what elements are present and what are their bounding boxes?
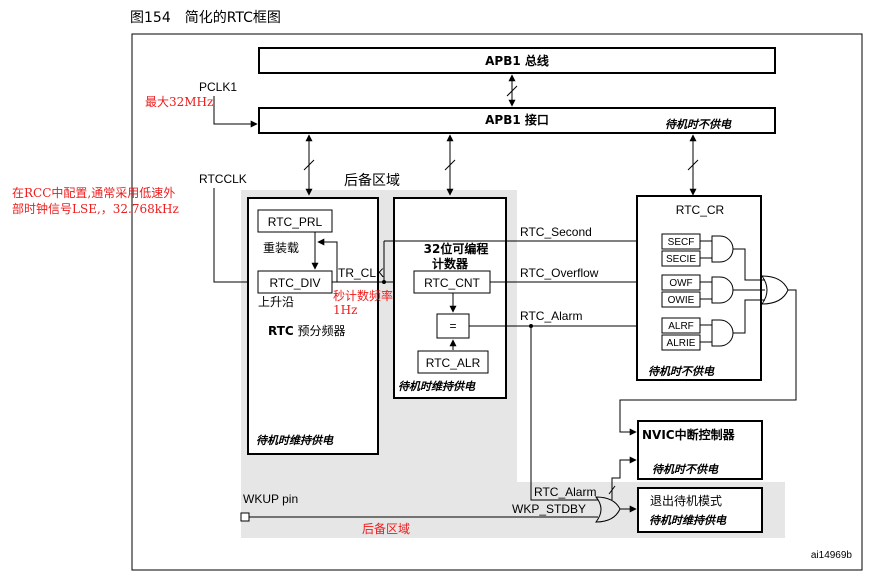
tr-clk-label: TR_CLK — [338, 266, 384, 280]
alarm-down-line — [530, 326, 598, 501]
rtc-div-label: RTC_DIV — [269, 276, 320, 290]
secie-label: SECIE — [666, 254, 696, 265]
tr-clk-note-1: 秒计数频率 — [333, 288, 393, 303]
interrupt-to-nvic — [619, 289, 797, 436]
rtcclk-label: RTCCLK — [199, 172, 247, 186]
owie-label: OWIE — [668, 295, 695, 306]
slash-1 — [303, 159, 315, 171]
exit-standby-standby: 待机时维持供电 — [649, 514, 727, 527]
compare-label: = — [449, 319, 456, 333]
or-gate-interrupt — [761, 275, 789, 305]
secf-label: SECF — [668, 237, 695, 248]
tr-clk-note-2: 1Hz — [333, 303, 357, 317]
rtcclk-note-2: 部时钟信号LSE,，32.768kHz — [12, 201, 179, 216]
and-gate-second — [700, 235, 734, 263]
counter-title-2: 计数器 — [432, 256, 469, 271]
rtc-prl-label: RTC_PRL — [268, 215, 323, 229]
slash-2 — [444, 159, 456, 171]
backup-domain-label-bottom: 后备区域 — [362, 522, 410, 536]
reload-label: 重装载 — [263, 241, 299, 255]
rtc-cr-standby: 待机时不供电 — [648, 365, 715, 378]
apb1-interface-standby: 待机时不供电 — [665, 118, 732, 131]
figure-id-code: ai14969b — [811, 550, 853, 561]
owf-label: OWF — [669, 278, 692, 289]
apb1-interface-label: APB1 接口 — [485, 112, 549, 127]
prescaler-block — [247, 197, 379, 455]
or-in-1 — [733, 248, 765, 281]
rtcclk-line — [213, 188, 257, 286]
rtc-cr-title: RTC_CR — [676, 203, 725, 217]
pclk1-line — [213, 96, 258, 128]
bus-slash — [506, 85, 518, 97]
rtc-alr-label: RTC_ALR — [426, 356, 481, 370]
rising-edge-label: 上升沿 — [258, 295, 294, 309]
rtc-second-label: RTC_Second — [520, 225, 592, 239]
prescaler-title: RTC 预分频器 — [268, 324, 346, 338]
and-gate-overflow — [700, 276, 734, 304]
pclk1-label: PCLK1 — [199, 80, 237, 94]
wake-to-nvic — [611, 456, 637, 500]
apb1-bus-box — [258, 47, 776, 74]
alrie-label: ALRIE — [667, 338, 696, 349]
prescaler-standby: 待机时维持供电 — [256, 434, 334, 447]
backup-domain-label-top: 后备区域 — [344, 172, 400, 189]
apb1-bus-label: APB1 总线 — [485, 53, 549, 68]
and-gate-alarm — [700, 319, 734, 347]
counter-title-1: 32位可编程 — [424, 241, 489, 256]
wkup-pin-label: WKUP pin — [243, 492, 298, 506]
nvic-block — [637, 420, 763, 480]
pclk1-note: 最大32MHz — [145, 95, 213, 109]
rtc-alr-box — [417, 350, 489, 374]
slash-3 — [687, 159, 699, 171]
nvic-title: NVIC中断控制器 — [642, 427, 736, 442]
apb1-interface-box — [258, 107, 776, 134]
exit-standby-title: 退出待机模式 — [650, 494, 722, 508]
nvic-standby: 待机时不供电 — [652, 463, 719, 476]
figure-caption: 图154 简化的RTC框图 — [130, 9, 281, 26]
wkp-stdby-label: WKP_STDBY — [512, 502, 586, 516]
rtc-alarm2-label: RTC_Alarm — [534, 485, 596, 499]
compare-box — [436, 313, 470, 339]
rtc-alarm-label: RTC_Alarm — [520, 309, 582, 323]
counter-standby: 待机时维持供电 — [398, 380, 476, 393]
or-in-3 — [733, 299, 765, 334]
rtcclk-note-1: 在RCC中配置,通常采用低速外 — [12, 185, 175, 200]
backup-domain-area-lower — [241, 450, 517, 538]
or-gate-wake — [594, 496, 621, 523]
wkup-pin-square — [240, 512, 250, 522]
wake-tick — [608, 485, 616, 495]
exit-standby-block — [637, 487, 763, 533]
rtc-overflow-label: RTC_Overflow — [520, 266, 599, 280]
rtc-cnt-label: RTC_CNT — [424, 276, 480, 290]
alrf-label: ALRF — [668, 321, 694, 332]
rtc-prl-box — [257, 209, 333, 233]
